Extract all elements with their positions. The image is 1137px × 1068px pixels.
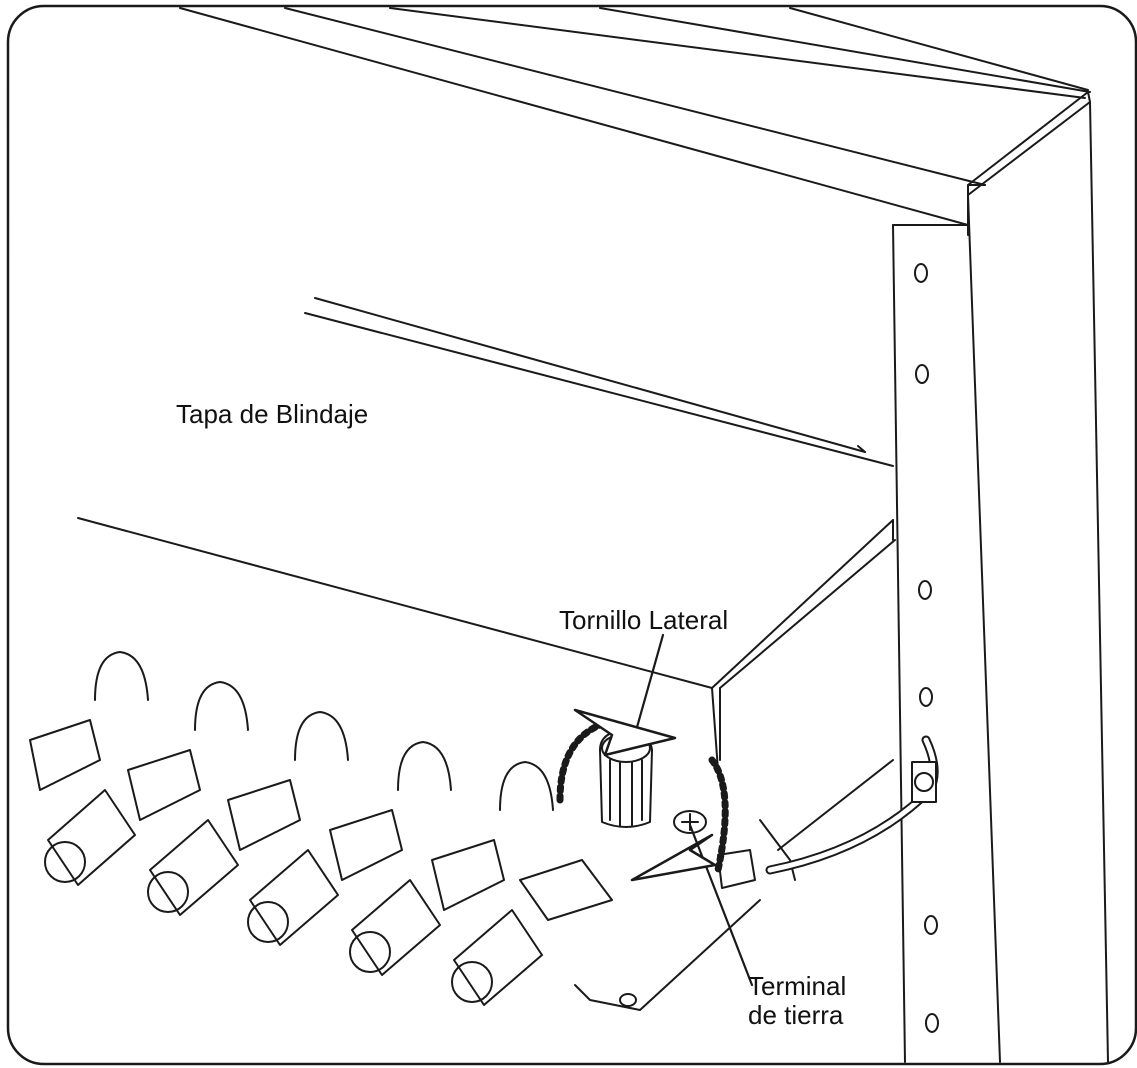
coax-connectors	[29, 651, 613, 1006]
side-screw-label: Tornillo Lateral	[559, 605, 729, 635]
shield-cover-label: Tapa de Blindaje	[176, 399, 369, 429]
top-lid	[179, 7, 1091, 226]
frame-border	[6, 4, 1137, 1066]
ground-terminal-label-line2: de tierra	[748, 999, 844, 1030]
shield-cover	[304, 297, 894, 467]
rotation-arrows	[556, 708, 729, 882]
ground-terminal-label: Terminal de tierra	[748, 972, 846, 1029]
box-body	[77, 517, 896, 881]
ground-terminal-label-line1: Terminal	[748, 971, 847, 1001]
right-wall	[892, 101, 1109, 1063]
ground-cable	[574, 735, 939, 1011]
mounting-holes	[914, 263, 939, 1033]
